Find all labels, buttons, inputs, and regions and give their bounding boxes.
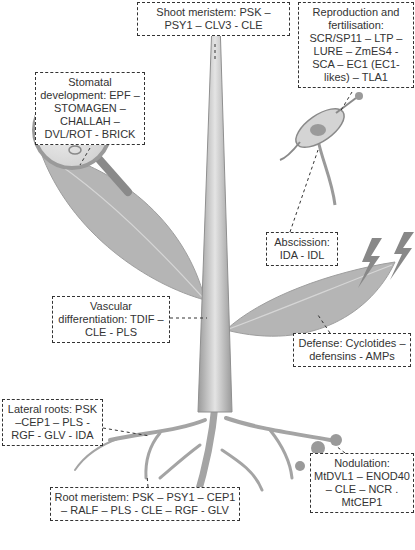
nodule	[330, 434, 342, 446]
label-box: Reproduction and fertilisation: SCR/SP11…	[298, 2, 414, 88]
box-text: Abscission: IDA - IDL	[270, 236, 334, 262]
box-text: Vascular differentiation: TDIF – CLE - P…	[56, 300, 166, 339]
label-box: Defense: Cyclotides – defensins - AMPs	[293, 333, 411, 367]
stem	[198, 17, 232, 412]
flower	[280, 92, 363, 205]
lightning-bolt	[390, 232, 414, 280]
lightning-bolt	[358, 238, 382, 288]
label-box: Nodulation: MtDVL1 – ENOD40 – CLE – NCR …	[310, 453, 414, 513]
label-box: Shoot meristem: PSK – PSY1 – CLV3 - CLE	[137, 2, 290, 36]
label-box: Abscission: IDA - IDL	[266, 232, 338, 266]
label-box: Root meristem: PSK – PSY1 – CEP1 – RALF …	[50, 487, 240, 521]
nodule	[295, 461, 305, 471]
box-text: Shoot meristem: PSK – PSY1 – CLV3 - CLE	[141, 6, 286, 32]
label-box: Vascular differentiation: TDIF – CLE - P…	[52, 296, 170, 343]
roots	[75, 405, 330, 500]
box-text: Lateral roots: PSK –CEP1 – PLS - RGF - G…	[6, 403, 99, 442]
label-box: Lateral roots: PSK –CEP1 – PLS - RGF - G…	[2, 399, 103, 446]
label-box: Stomatal development: EPF – STOMAGEN – C…	[35, 72, 145, 145]
leaf-vein	[45, 155, 205, 300]
box-text: Root meristem: PSK – PSY1 – CEP1 – RALF …	[54, 491, 236, 517]
box-text: Reproduction and fertilisation: SCR/SP11…	[302, 6, 410, 84]
leaf	[226, 262, 395, 336]
box-text: Nodulation: MtDVL1 – ENOD40 – CLE – NCR …	[314, 457, 410, 509]
box-text: Stomatal development: EPF – STOMAGEN – C…	[39, 76, 141, 141]
box-text: Defense: Cyclotides – defensins - AMPs	[297, 337, 407, 363]
leaf	[40, 150, 205, 300]
